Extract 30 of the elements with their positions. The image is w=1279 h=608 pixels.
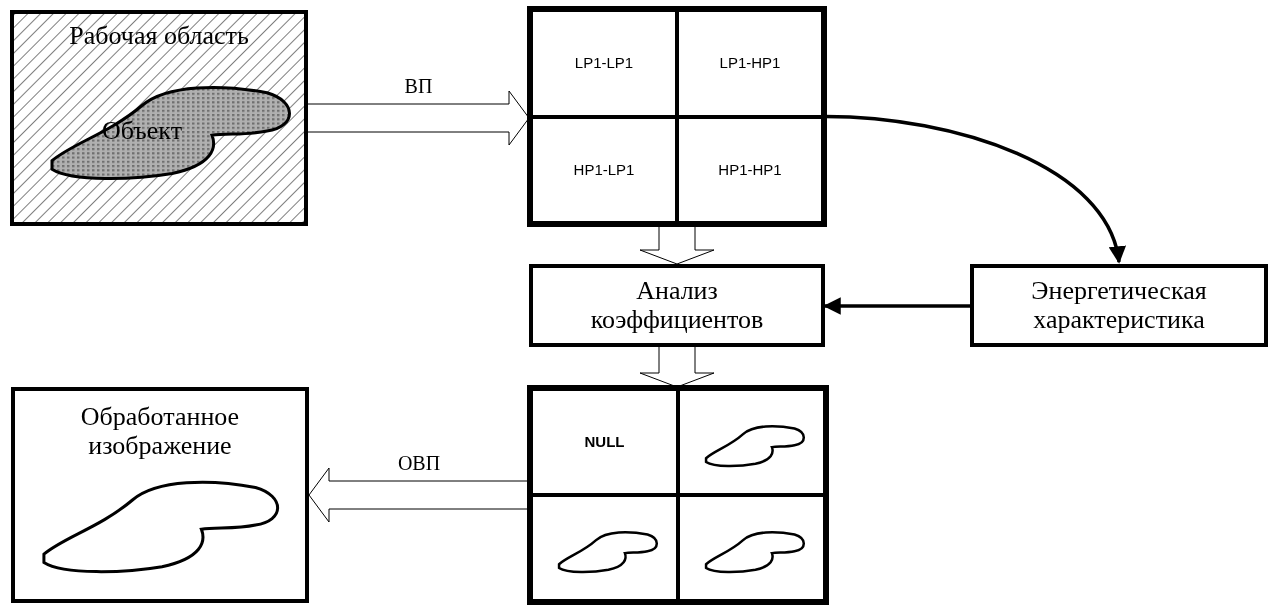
grid-cell	[531, 10, 677, 117]
node-text: LP1-HP1	[718, 55, 782, 72]
grid-cell	[677, 116, 823, 223]
node-text: Рабочая область	[69, 20, 249, 51]
grid-cell	[531, 389, 678, 495]
grid-box	[529, 8, 825, 225]
block-arrow	[307, 90, 530, 146]
node-text: Энергетическая характеристика	[1030, 276, 1208, 335]
block-arrow	[308, 467, 530, 523]
grid-cell	[677, 10, 823, 117]
block-arrow	[639, 224, 715, 265]
node-text: HP1-LP1	[572, 161, 636, 178]
picture-cell	[678, 389, 825, 495]
node-text: Анализ коэффициентов	[589, 276, 765, 335]
picture-cell	[531, 495, 678, 601]
grid-box	[529, 387, 827, 603]
arrow	[823, 297, 970, 315]
process-box	[970, 264, 1268, 347]
arrow	[824, 114, 1124, 264]
block-arrow	[639, 346, 715, 388]
node-text: HP1-HP1	[717, 161, 783, 178]
process-box	[529, 264, 825, 347]
node-text: NULL	[583, 433, 626, 451]
node-text: LP1-LP1	[573, 55, 635, 72]
hatched-area-box	[10, 10, 308, 226]
picture-cell	[678, 495, 825, 601]
grid-cell	[531, 116, 677, 223]
node-text: Объект	[102, 116, 183, 146]
process-box	[11, 387, 309, 603]
node-text: Обработанное изображение	[79, 401, 241, 461]
